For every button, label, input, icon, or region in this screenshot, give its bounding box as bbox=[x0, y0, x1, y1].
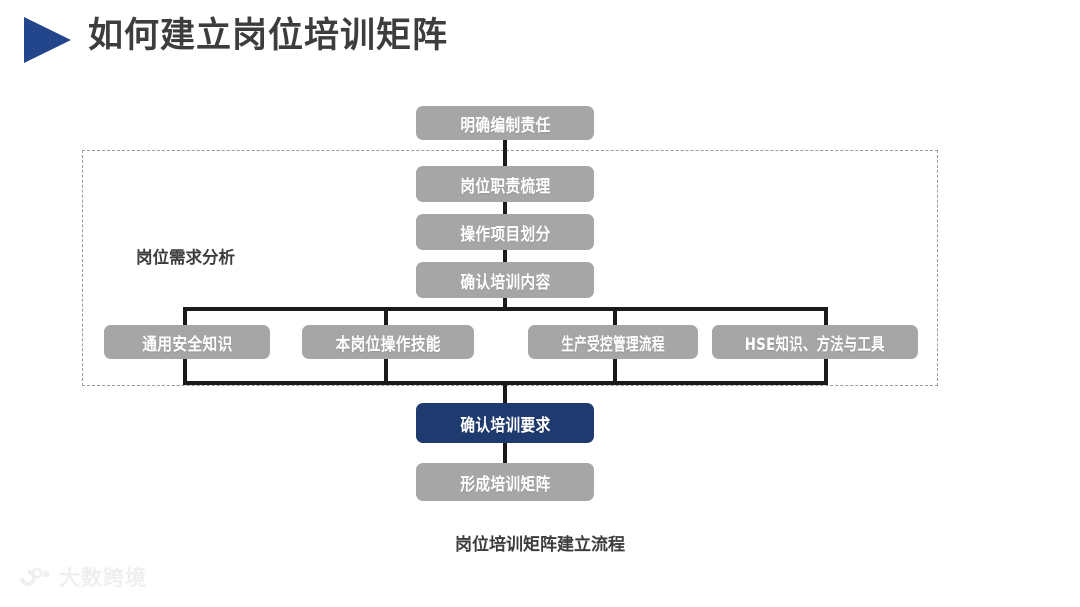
connector-to-confirm-requirements bbox=[503, 381, 507, 413]
node-confirm-training-content[interactable]: 确认培训内容 bbox=[416, 262, 594, 298]
connector-branch-bar-top bbox=[183, 307, 828, 311]
connector-riser-c2 bbox=[613, 357, 617, 385]
page-title: 如何建立岗位培训矩阵 bbox=[88, 16, 449, 56]
connector-drop-c1 bbox=[384, 307, 388, 333]
needs-analysis-group-label: 岗位需求分析 bbox=[136, 248, 235, 267]
connector-drop-c2 bbox=[613, 307, 617, 333]
watermark-text: 大数跨境 bbox=[59, 566, 147, 590]
node-form-training-matrix[interactable]: 形成培训矩阵 bbox=[416, 463, 594, 501]
node-label: 通用安全知识 bbox=[141, 334, 233, 355]
watermark: 大数跨境 bbox=[16, 566, 147, 590]
node-label: 本岗位操作技能 bbox=[335, 334, 441, 355]
node-label: 确认培训内容 bbox=[459, 272, 551, 293]
connector-riser-c0 bbox=[183, 357, 187, 385]
node-hse-knowledge-methods-tools[interactable]: HSE知识、方法与工具 bbox=[712, 325, 918, 359]
node-production-control-process[interactable]: 生产受控管理流程 bbox=[528, 325, 698, 359]
flowchart-diagram: 岗位需求分析 明确编制责任 岗位职责梳理 操作项目划分 确认培训内容 通用安全知… bbox=[0, 78, 1080, 558]
node-label: HSE知识、方法与工具 bbox=[744, 334, 886, 355]
slide-header: 如何建立岗位培训矩阵 bbox=[0, 0, 1080, 78]
node-general-safety-knowledge[interactable]: 通用安全知识 bbox=[104, 325, 270, 359]
node-role-duty-review[interactable]: 岗位职责梳理 bbox=[416, 166, 594, 202]
play-triangle-icon bbox=[24, 17, 71, 63]
node-label: 生产受控管理流程 bbox=[561, 334, 665, 355]
needs-analysis-group-region bbox=[82, 150, 938, 386]
node-label: 确认培训要求 bbox=[459, 415, 551, 436]
node-define-responsibility[interactable]: 明确编制责任 bbox=[416, 106, 594, 140]
connector-riser-c1 bbox=[384, 357, 388, 385]
node-label: 岗位职责梳理 bbox=[459, 176, 551, 197]
connector-riser-c3 bbox=[824, 357, 828, 385]
diagram-caption: 岗位培训矩阵建立流程 bbox=[455, 535, 625, 555]
node-operation-item-split[interactable]: 操作项目划分 bbox=[416, 214, 594, 250]
node-post-operation-skills[interactable]: 本岗位操作技能 bbox=[302, 325, 474, 359]
node-label: 明确编制责任 bbox=[459, 115, 551, 136]
connector-drop-c3 bbox=[824, 307, 828, 333]
node-label: 操作项目划分 bbox=[459, 224, 551, 245]
node-label: 形成培训矩阵 bbox=[459, 474, 551, 495]
node-confirm-training-requirements[interactable]: 确认培训要求 bbox=[416, 403, 594, 443]
dashu-kuajing-logo-icon bbox=[16, 566, 52, 590]
connector-drop-c0 bbox=[183, 307, 187, 333]
connector-to-training-matrix bbox=[503, 443, 507, 465]
